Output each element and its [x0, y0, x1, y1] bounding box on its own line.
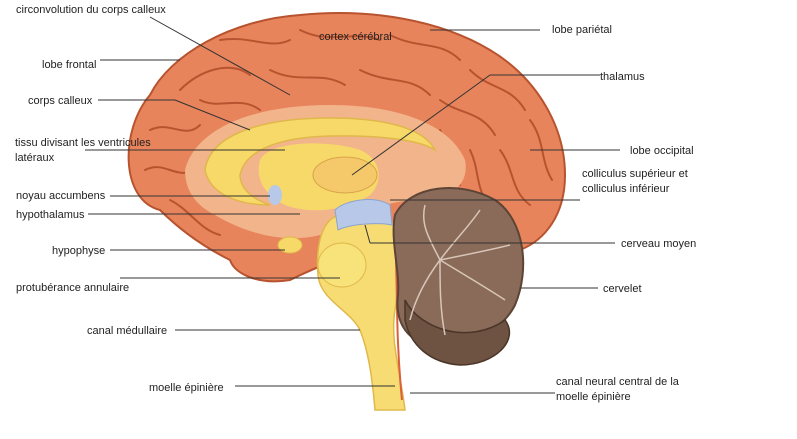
label-hypophyse: hypophyse [52, 245, 106, 257]
label-lobe-frontal: lobe frontal [42, 59, 97, 71]
label-colliculus-line1: colliculus supérieur et [582, 168, 688, 180]
label-colliculus: colliculus supérieur et colliculus infér… [582, 167, 688, 197]
hypophysis-shape [277, 236, 303, 254]
thalamus-shape [312, 156, 378, 194]
label-lobe-parietal: lobe pariétal [552, 24, 612, 36]
label-canal-neural: canal neural central de la moelle épiniè… [556, 375, 679, 405]
midbrain-shape [334, 199, 393, 231]
label-lobe-occipital: lobe occipital [630, 145, 694, 157]
label-tissu-line1: tissu divisant les ventricules [15, 137, 151, 149]
label-cortex: cortex cérébral [319, 31, 392, 43]
label-canal-medullaire: canal médullaire [87, 325, 168, 337]
label-moelle: moelle épinière [149, 382, 224, 394]
label-tissu-line2: latéraux [15, 152, 55, 164]
corpus-callosum-shape [204, 117, 437, 206]
label-cerveau-moyen: cerveau moyen [621, 238, 697, 250]
pons-shape [317, 242, 367, 288]
cerebellum-folia [409, 204, 511, 336]
label-corps-calleux: corps calleux [28, 95, 93, 107]
noyau-accumbens-shape [268, 185, 282, 205]
label-canal-neural-line1: canal neural central de la [556, 376, 679, 388]
label-cervelet: cervelet [603, 283, 642, 295]
label-tissu: tissu divisant les ventricules latéraux [15, 136, 151, 166]
label-canal-neural-line2: moelle épinière [556, 391, 631, 403]
label-circonvolution: circonvolution du corps calleux [16, 4, 166, 16]
label-noyau: noyau accumbens [16, 190, 106, 202]
label-thalamus: thalamus [600, 71, 645, 83]
leader-lines [85, 16, 620, 394]
cerebellum-lower [404, 299, 511, 366]
label-hypothalamus: hypothalamus [16, 209, 85, 221]
label-colliculus-line2: colliculus inférieur [582, 183, 670, 195]
label-protuberance: protubérance annulaire [16, 282, 130, 294]
